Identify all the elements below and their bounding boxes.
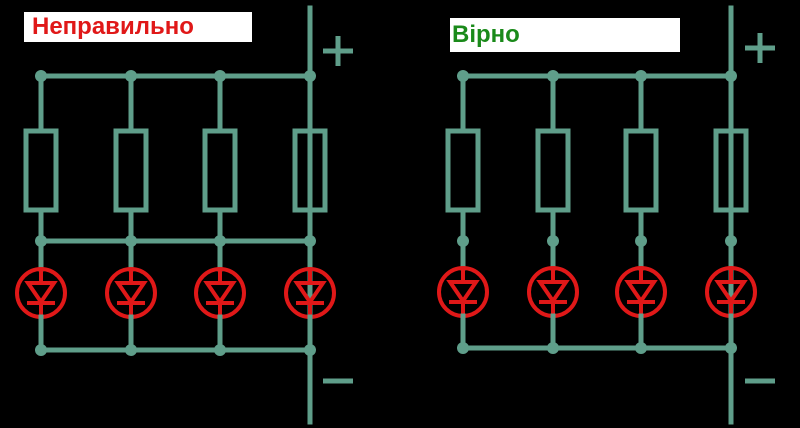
wrong-branch-2-led bbox=[105, 267, 157, 319]
right-branch-1-resistor bbox=[445, 128, 481, 213]
wrong-label: Неправильно bbox=[24, 12, 252, 42]
wrong-branch-1-led bbox=[15, 267, 67, 319]
led-triangle bbox=[624, 280, 658, 305]
wrong-branch-1-resistor bbox=[23, 128, 59, 213]
wrong-branch-2-resistor bbox=[113, 128, 149, 213]
right-branch-1-node-top bbox=[457, 70, 469, 82]
right-branch-1-led bbox=[437, 266, 489, 318]
right-label: Вірно bbox=[450, 18, 680, 52]
right-branch-3-led bbox=[615, 266, 667, 318]
wrong-branch-4-node-bottom bbox=[304, 344, 316, 356]
right-branch-2-node-top bbox=[547, 70, 559, 82]
right-branch-2-node-bottom bbox=[547, 342, 559, 354]
right-branch-4-node-mid bbox=[725, 235, 737, 247]
wrong-branch-4-node-top bbox=[304, 70, 316, 82]
wrong-branch-4-led bbox=[284, 267, 336, 319]
right-branch-3-resistor bbox=[623, 128, 659, 213]
led-triangle bbox=[114, 281, 148, 306]
wrong-branch-3-led bbox=[194, 267, 246, 319]
wrong-branch-1-node-top bbox=[35, 70, 47, 82]
wrong-branch-3-node-top bbox=[214, 70, 226, 82]
right-branch-2-led bbox=[527, 266, 579, 318]
right-branch-2-resistor bbox=[535, 128, 571, 213]
wrong-branch-1-node-mid bbox=[35, 235, 47, 247]
wrong-branch-3-node-mid bbox=[214, 235, 226, 247]
led-triangle bbox=[203, 281, 237, 306]
right-branch-3-node-bottom bbox=[635, 342, 647, 354]
right-branch-1-node-mid bbox=[457, 235, 469, 247]
wrong-branch-3-resistor bbox=[202, 128, 238, 213]
wrong-branch-2-node-top bbox=[125, 70, 137, 82]
wrong-branch-2-node-mid bbox=[125, 235, 137, 247]
wrong-branch-4-node-mid bbox=[304, 235, 316, 247]
right-branch-4-node-bottom bbox=[725, 342, 737, 354]
wrong-branch-3-node-bottom bbox=[214, 344, 226, 356]
right-branch-2-node-mid bbox=[547, 235, 559, 247]
right-branch-3-node-mid bbox=[635, 235, 647, 247]
led-triangle bbox=[536, 280, 570, 305]
right-branch-1-node-bottom bbox=[457, 342, 469, 354]
led-triangle bbox=[24, 281, 58, 306]
wrong-branch-1-node-bottom bbox=[35, 344, 47, 356]
right-branch-4-node-top bbox=[725, 70, 737, 82]
right-branch-3-node-top bbox=[635, 70, 647, 82]
wrong-branch-2-node-bottom bbox=[125, 344, 137, 356]
led-triangle bbox=[446, 280, 480, 305]
